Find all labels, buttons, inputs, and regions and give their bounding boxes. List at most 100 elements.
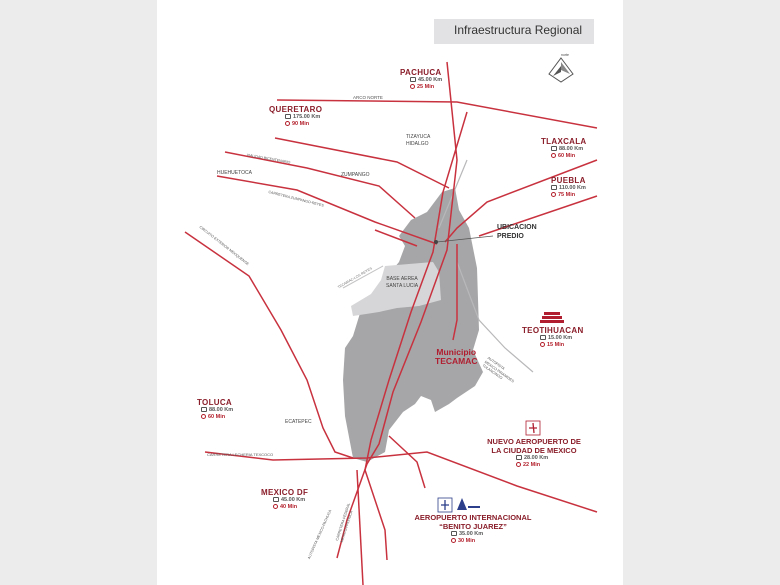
place-huehuetoca: HUEHUETOCA xyxy=(217,170,252,176)
place-ecatepec: ECATEPEC xyxy=(285,419,312,425)
municipio-line2: TECAMAC xyxy=(435,356,478,366)
municipio-tecamac-area xyxy=(343,188,483,462)
ubicacion-marker xyxy=(434,240,438,244)
road-puebla xyxy=(478,195,598,237)
road-arco-norte xyxy=(276,99,598,129)
base-aerea-area xyxy=(351,262,441,316)
aicm-distance: 35.00 Km xyxy=(459,531,484,537)
car-icon xyxy=(285,114,291,120)
destination-pachuca-distance: 45.00 Km xyxy=(418,77,443,83)
destination-toluca-name: TOLUCA xyxy=(197,398,232,407)
destination-pachuca-name: PACHUCA xyxy=(400,68,442,77)
road-label-arco-norte: ARCO NORTE xyxy=(353,95,383,100)
ubicacion-line2: PREDIO xyxy=(497,233,524,240)
destination-queretaro-name: QUERETARO xyxy=(269,105,323,114)
road-lecheria xyxy=(204,451,598,513)
municipio-line1: Municipio xyxy=(436,347,477,357)
road-mexiquense xyxy=(184,231,354,459)
map-canvas xyxy=(184,57,598,585)
road-tlaxcala xyxy=(444,159,598,243)
destination-nuevo-aeropuerto: NUEVO AEROPUERTO DE LA CIUDAD DE MEXICO … xyxy=(468,437,600,469)
ubicacion-predio-label: UBICACION PREDIO xyxy=(497,223,537,241)
airplane-icon-naicm xyxy=(525,420,541,436)
destination-teotihuacan-time: 15 Min xyxy=(547,342,565,348)
clock-icon xyxy=(451,538,456,544)
car-icon xyxy=(516,455,522,461)
north-label: norte xyxy=(561,53,569,57)
destination-toluca: TOLUCA 88.00 Km 60 Min xyxy=(197,398,233,421)
destination-mexico-df: MEXICO DF 45.00 Km 40 Min xyxy=(261,488,308,511)
road-federal-pachuca xyxy=(364,111,468,561)
destination-teotihuacan-name: TEOTIHUACAN xyxy=(522,326,584,335)
place-base-aerea: BASE AEREA SANTA LUCIA xyxy=(386,276,418,290)
destination-mexico-time: 40 Min xyxy=(280,504,298,510)
destination-mexico-name: MEXICO DF xyxy=(261,488,309,497)
place-tizayuca-line2: HIDALGO xyxy=(406,141,429,147)
place-base-line2: SANTA LUCIA xyxy=(386,283,419,289)
destination-toluca-time: 60 Min xyxy=(208,414,226,420)
map-sheet: Infraestructura Regional norte PACHUCA 4… xyxy=(157,0,623,585)
place-tizayuca-line1: TIZAYUCA xyxy=(406,134,431,140)
aicm-name-line1: AEROPUERTO INTERNACIONAL xyxy=(414,513,532,522)
car-icon xyxy=(201,407,207,413)
airplane-icon-aicm xyxy=(437,497,453,513)
naicm-distance: 28.00 Km xyxy=(524,455,549,461)
car-icon xyxy=(540,335,546,341)
naicm-name-line1: NUEVO AEROPUERTO DE xyxy=(487,437,581,446)
destination-queretaro-time: 90 Min xyxy=(292,121,310,127)
aicm-name-line2: “BENITO JUAREZ” xyxy=(439,521,507,531)
destination-queretaro: QUERETARO 175.00 Km 90 Min xyxy=(269,105,322,128)
clock-icon xyxy=(540,342,545,348)
place-zumpango: ZUMPANGO xyxy=(341,172,370,178)
municipio-tecamac-label: Municipio TECAMAC xyxy=(435,348,478,366)
destination-puebla: PUEBLA 110.00 Km 75 Min xyxy=(551,176,586,199)
car-icon xyxy=(551,146,557,152)
clock-icon xyxy=(551,153,556,159)
road-zumpango-inner xyxy=(374,229,418,247)
car-icon xyxy=(410,77,416,83)
clock-icon xyxy=(410,84,415,90)
airport-logo-icon xyxy=(457,498,480,510)
minor-road-east xyxy=(456,261,534,373)
road-zumpango xyxy=(216,175,438,245)
road-ecatepec xyxy=(388,435,426,489)
destination-tlaxcala-distance: 88.00 Km xyxy=(559,146,584,152)
north-arrow-icon xyxy=(548,57,574,83)
clock-icon xyxy=(273,504,278,510)
destination-toluca-distance: 88.00 Km xyxy=(209,407,234,413)
naicm-time: 22 Min xyxy=(523,462,541,468)
destination-mexico-distance: 45.00 Km xyxy=(281,497,306,503)
car-icon xyxy=(451,531,457,537)
car-icon xyxy=(273,497,279,503)
ubicacion-line1: UBICACION xyxy=(497,224,537,231)
road-autopista-pachuca xyxy=(336,61,458,559)
pyramid-icon xyxy=(540,312,564,323)
road-queretaro xyxy=(274,137,450,189)
destination-puebla-distance: 110.00 Km xyxy=(559,185,586,191)
clock-icon xyxy=(551,192,556,198)
naicm-name-line2: LA CIUDAD DE MEXICO xyxy=(491,445,577,455)
clock-icon xyxy=(516,462,521,468)
page-title: Infraestructura Regional xyxy=(434,19,594,44)
clock-icon xyxy=(285,121,290,127)
destination-pachuca-time: 25 Min xyxy=(417,84,435,90)
destination-aeropuerto-internacional: AEROPUERTO INTERNACIONAL “BENITO JUAREZ”… xyxy=(393,513,553,545)
minor-road-base xyxy=(342,265,384,289)
destination-teotihuacan: TEOTIHUACAN 15.00 Km 15 Min xyxy=(522,326,584,349)
road-label-lecheria: CARRETERA LECHERIA TEXCOCO xyxy=(207,452,274,457)
road-south xyxy=(356,469,364,585)
ubicacion-pointer-line xyxy=(436,235,494,243)
destination-teotihuacan-distance: 15.00 Km xyxy=(548,335,573,341)
car-icon xyxy=(551,185,557,191)
place-tizayuca: TIZAYUCA HIDALGO xyxy=(406,134,430,148)
destination-tlaxcala-name: TLAXCALA xyxy=(541,137,587,146)
clock-icon xyxy=(201,414,206,420)
destination-queretaro-distance: 175.00 Km xyxy=(293,114,321,120)
aicm-time: 30 Min xyxy=(458,538,476,544)
destination-tlaxcala-time: 60 Min xyxy=(558,153,576,159)
destination-tlaxcala: TLAXCALA 88.00 Km 60 Min xyxy=(541,137,587,160)
destination-puebla-name: PUEBLA xyxy=(551,176,586,185)
road-teotihuacan xyxy=(452,244,458,341)
destination-puebla-time: 75 Min xyxy=(558,192,576,198)
destination-pachuca: PACHUCA 45.00 Km 25 Min xyxy=(400,68,442,91)
